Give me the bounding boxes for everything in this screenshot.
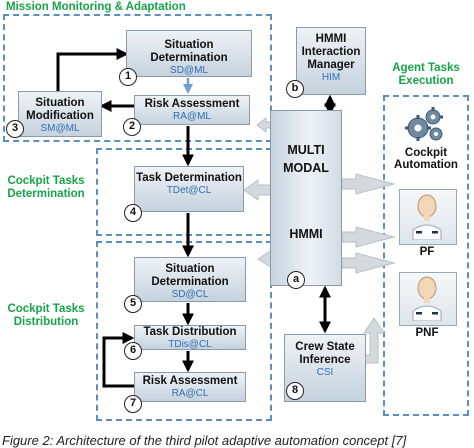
task-determination-code: TDet@CL bbox=[166, 185, 212, 196]
task-distribution-title: Task Distribution bbox=[143, 326, 237, 338]
hmmi-interaction-manager-box: HMMI Interaction Manager HIM bbox=[296, 27, 366, 95]
risk-assessment-cl-title: Risk Assessment bbox=[142, 375, 238, 387]
crew-state-inference-code: CSI bbox=[316, 367, 334, 378]
multimodal-hmmi-block: MULTI MODAL HMMI bbox=[270, 110, 342, 286]
situation-determination-ml-box: Situation Determination SD@ML bbox=[126, 30, 252, 77]
situation-determination-ml-code: SD@ML bbox=[170, 65, 208, 76]
situation-modification-title: Situation Modification bbox=[26, 97, 94, 122]
situation-modification-code: SM@ML bbox=[40, 123, 80, 134]
situation-determination-ml-title: Situation Determination bbox=[150, 39, 228, 64]
group-agent-tasks bbox=[383, 95, 469, 416]
cockpit-automation-label: Cockpit Automation bbox=[394, 147, 458, 171]
situation-modification-box: Situation Modification SM@ML bbox=[18, 91, 102, 137]
group-title-mission: Mission Monitoring & Adaptation bbox=[6, 1, 186, 13]
step-number-8: 8 bbox=[286, 382, 304, 400]
risk-assessment-ml-code: RA@ML bbox=[173, 111, 211, 122]
arrow-sm-to-sd bbox=[56, 48, 129, 91]
task-distribution-box: Task Distribution TDis@CL bbox=[134, 325, 246, 350]
risk-assessment-cl-box: Risk Assessment RA@CL bbox=[134, 372, 246, 402]
figure-caption: Figure 2: Architecture of the third pilo… bbox=[2, 433, 407, 448]
task-determination-box: Task Determination TDet@CL bbox=[134, 166, 244, 212]
grey-arrow-hmmi-to-pnf bbox=[341, 252, 396, 274]
grey-arrow-hmmi-to-pf bbox=[341, 226, 396, 248]
pilot-pnf-icon bbox=[412, 276, 442, 321]
hmmi-interaction-manager-code: HIM bbox=[321, 72, 341, 83]
group-title-cockpit-distribution: Cockpit Tasks Distribution bbox=[7, 303, 85, 328]
step-number-3: 3 bbox=[6, 120, 24, 138]
situation-determination-cl-title: Situation Determination bbox=[151, 263, 229, 288]
risk-assessment-ml-box: Risk Assessment RA@ML bbox=[134, 95, 250, 125]
arrow-ra-cl-to-tdis-loop bbox=[102, 332, 135, 388]
crew-state-inference-box: Crew State Inference CSI bbox=[284, 334, 366, 402]
group-title-cockpit-determination: Cockpit Tasks Determination bbox=[7, 175, 85, 200]
crew-state-inference-title: Crew State Inference bbox=[295, 341, 355, 366]
group-cockpit-distribution bbox=[96, 241, 272, 421]
step-number-b: b bbox=[286, 80, 304, 98]
step-number-4: 4 bbox=[124, 204, 142, 222]
pilot-pf-icon bbox=[412, 194, 442, 240]
situation-determination-cl-box: Situation Determination SD@CL bbox=[134, 257, 246, 302]
hmmi-line-multi: MULTI bbox=[287, 143, 325, 157]
gears-icon bbox=[405, 107, 443, 141]
hmmi-line-hmmi: HMMI bbox=[289, 227, 323, 241]
pf-label: PF bbox=[419, 246, 435, 258]
step-number-7: 7 bbox=[124, 395, 142, 413]
step-number-a: a bbox=[287, 271, 305, 289]
step-number-5: 5 bbox=[124, 295, 142, 313]
hmmi-line-modal: MODAL bbox=[283, 161, 329, 175]
hmmi-interaction-manager-title: HMMI Interaction Manager bbox=[301, 33, 361, 71]
situation-determination-cl-code: SD@CL bbox=[171, 289, 209, 300]
risk-assessment-ml-title: Risk Assessment bbox=[144, 98, 240, 110]
group-title-agent-tasks: Agent Tasks Execution bbox=[392, 62, 460, 87]
risk-assessment-cl-code: RA@CL bbox=[171, 388, 209, 399]
step-number-6: 6 bbox=[124, 342, 142, 360]
step-number-1: 1 bbox=[119, 68, 137, 86]
step-number-2: 2 bbox=[123, 118, 141, 136]
pnf-label: PNF bbox=[415, 327, 439, 339]
grey-arrow-hmmi-to-automation bbox=[341, 173, 396, 195]
group-mission-monitoring bbox=[3, 14, 272, 142]
task-determination-title: Task Determination bbox=[136, 172, 242, 184]
task-distribution-code: TDis@CL bbox=[168, 339, 212, 350]
